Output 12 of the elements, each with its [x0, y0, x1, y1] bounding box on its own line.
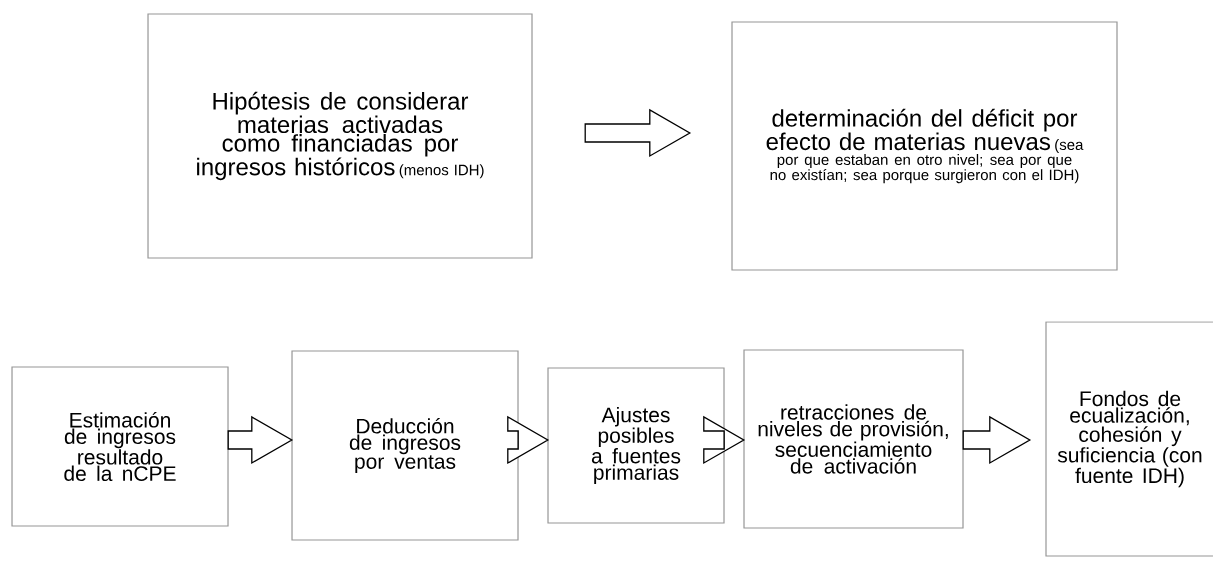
- block-arrow: [507, 415, 550, 465]
- block-arrow: [227, 415, 294, 465]
- process-box: Hipótesis de considerar materias activadas como financiadas por ingresos históricos (menos IDH): [147, 13, 533, 259]
- block-arrow: [962, 415, 1032, 465]
- process-box: retracciones de niveles de provisión, secuenciamiento de activación: [743, 349, 964, 529]
- block-arrow: [584, 108, 692, 158]
- process-box: Ajustes posibles a fuentes primarias: [547, 367, 725, 524]
- process-box: Estimación de ingresos resultado de la nCPE: [11, 366, 229, 527]
- process-box: determinación del déficit por efecto de materias nuevas (sea por que estaban en otro nivel; sea por que no existían; sea porque surgieron con el IDH): [731, 21, 1118, 271]
- block-arrow: [703, 415, 746, 465]
- process-box: Fondos de ecualización, cohesión y suficiencia (con fuente IDH): [1045, 321, 1213, 557]
- process-box: Deducción de ingresos por ventas: [291, 350, 519, 541]
